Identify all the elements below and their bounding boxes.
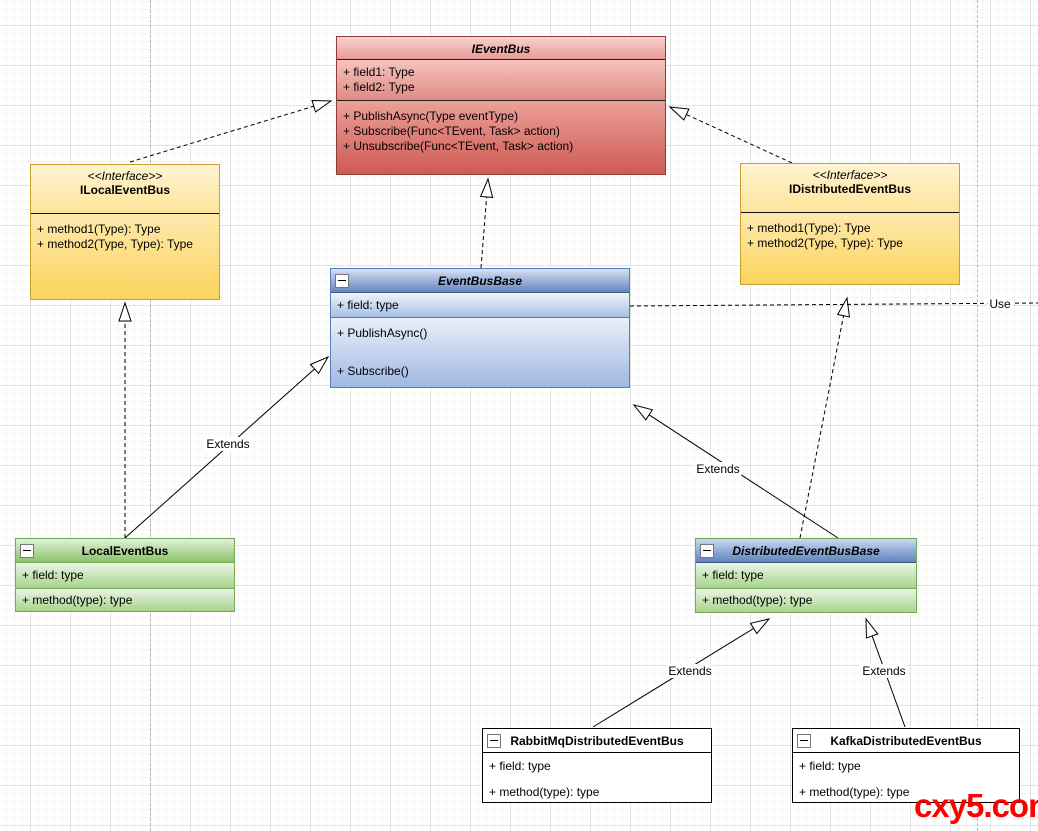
- method-line: + Unsubscribe(Func<TEvent, Task> action): [343, 139, 574, 153]
- class-box-distributedeventbusbase[interactable]: DistributedEventBusBase + field: type + …: [695, 538, 917, 613]
- edge-label-extends[interactable]: Extends: [204, 437, 252, 451]
- class-title: ILocalEventBus: [79, 183, 171, 197]
- page-boundary-line: [977, 0, 978, 831]
- edge-label-extends[interactable]: Extends: [860, 664, 908, 678]
- edge-label-use[interactable]: Use: [987, 297, 1013, 311]
- method-line: + method2(Type, Type): Type: [37, 237, 193, 251]
- method-line: + method1(Type): Type: [37, 222, 161, 236]
- field-line: + field: type: [702, 568, 764, 582]
- class-title: EventBusBase: [437, 274, 523, 288]
- field-line: + field: type: [337, 298, 399, 312]
- method-line: + PublishAsync(Type eventType): [343, 109, 519, 123]
- method-line: + Subscribe(Func<TEvent, Task> action): [343, 124, 560, 138]
- method-line: + method(type): type: [22, 593, 133, 607]
- edge-eventbusbase-realizes-ieventbus[interactable]: [479, 177, 494, 269]
- method-line: + method1(Type): Type: [747, 221, 871, 235]
- collapse-icon[interactable]: [797, 734, 811, 748]
- collapse-icon[interactable]: [335, 274, 349, 288]
- class-title: DistributedEventBusBase: [732, 544, 880, 558]
- page-boundary-line: [150, 0, 151, 831]
- class-box-ilocaleventbus[interactable]: <<Interface>> ILocalEventBus + method1(T…: [30, 164, 220, 300]
- method-line: + method(type): type: [799, 785, 910, 799]
- collapse-icon[interactable]: [20, 544, 34, 558]
- field-line: + field: type: [489, 759, 551, 773]
- edge-idistributedeventbus-extends-ieventbus[interactable]: [668, 106, 793, 164]
- method-line: + Subscribe(): [337, 364, 409, 378]
- class-box-eventbusbase[interactable]: EventBusBase + field: type + PublishAsyn…: [330, 268, 630, 388]
- collapse-icon[interactable]: [487, 734, 501, 748]
- class-title: LocalEventBus: [81, 544, 169, 558]
- method-line: + PublishAsync(): [337, 326, 428, 340]
- edge-label-extends[interactable]: Extends: [666, 664, 714, 678]
- class-title: RabbitMqDistributedEventBus: [510, 734, 684, 748]
- watermark: cxy5.com: [914, 787, 1038, 824]
- edge-distributedeventbusbase-realizes-idistributedeventbus[interactable]: [799, 296, 851, 539]
- class-box-idistributedeventbus[interactable]: <<Interface>> IDistributedEventBus + met…: [740, 163, 960, 285]
- class-box-ieventbus[interactable]: IEventBus + field1: Type + field2: Type …: [336, 36, 666, 175]
- edge-ilocaleventbus-extends-ieventbus[interactable]: [129, 99, 333, 163]
- edge-label-extends[interactable]: Extends: [694, 462, 742, 476]
- class-box-kafkadistributedeventbus[interactable]: KafkaDistributedEventBus + field: type +…: [792, 728, 1020, 803]
- class-title: KafkaDistributedEventBus: [830, 734, 982, 748]
- class-box-rabbitmqdistributedeventbus[interactable]: RabbitMqDistributedEventBus + field: typ…: [482, 728, 712, 803]
- stereotype-label: <<Interface>>: [87, 169, 163, 183]
- field-line: + field: type: [799, 759, 861, 773]
- method-line: + method(type): type: [489, 785, 600, 799]
- class-title: IEventBus: [471, 42, 531, 56]
- class-title: IDistributedEventBus: [788, 182, 911, 196]
- field-line: + field1: Type: [343, 65, 415, 79]
- field-line: + field2: Type: [343, 80, 415, 94]
- collapse-icon[interactable]: [700, 544, 714, 558]
- method-line: + method2(Type, Type): Type: [747, 236, 903, 250]
- stereotype-label: <<Interface>>: [812, 168, 888, 182]
- method-line: + method(type): type: [702, 593, 813, 607]
- field-line: + field: type: [22, 568, 84, 582]
- class-box-localeventbus[interactable]: LocalEventBus + field: type + method(typ…: [15, 538, 235, 612]
